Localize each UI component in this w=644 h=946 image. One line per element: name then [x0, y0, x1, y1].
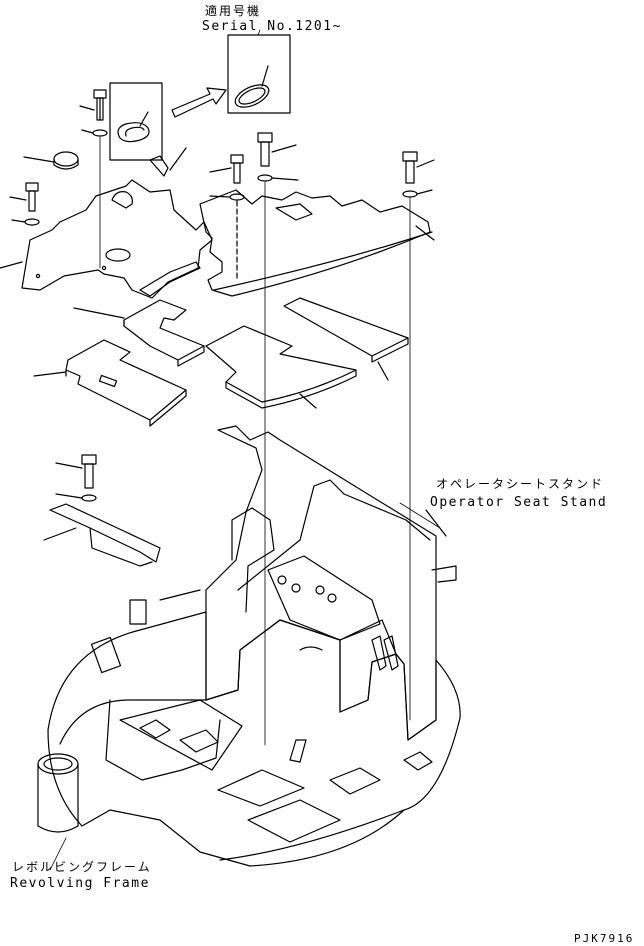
bolt-right — [402, 151, 435, 721]
seat-stand-label-en: Operator Seat Stand — [430, 495, 608, 510]
floor-mat-4 — [283, 297, 409, 381]
revolving-frame-label-en: Revolving Frame — [10, 876, 150, 891]
bolt-lower-left — [55, 454, 97, 502]
revolving-frame-label-jp: レボルビングフレーム — [12, 860, 152, 874]
drawing-code: PJK7916 — [574, 932, 635, 945]
seat-stand-label-jp: オペレータシートスタンド — [436, 477, 605, 491]
serial-number-label: Serial No.1201~ — [202, 19, 342, 34]
revolving-frame — [47, 589, 461, 867]
leader-lines — [257, 29, 441, 529]
bracket-strip — [43, 503, 161, 567]
floor-mat-1 — [73, 299, 205, 367]
floor-plate-right — [199, 189, 435, 297]
applicability-label-jp: 適用号機 — [205, 4, 262, 18]
clip-part — [149, 147, 187, 177]
bolt-far-left — [9, 182, 40, 226]
operator-seat-stand — [205, 425, 457, 741]
bolt-top-left — [79, 89, 108, 269]
replacement-arrow-icon — [171, 87, 227, 118]
bolt-center-2 — [257, 132, 299, 746]
swing-cylinder — [37, 753, 79, 871]
floor-plate-left — [0, 179, 213, 299]
detail-box-old-part — [109, 82, 163, 161]
detail-box-new-part — [227, 34, 291, 114]
floor-mat-2 — [33, 339, 187, 427]
floor-mat-3 — [205, 325, 357, 409]
bolt-center-1 — [209, 154, 245, 279]
cap-plug-left — [23, 151, 79, 170]
